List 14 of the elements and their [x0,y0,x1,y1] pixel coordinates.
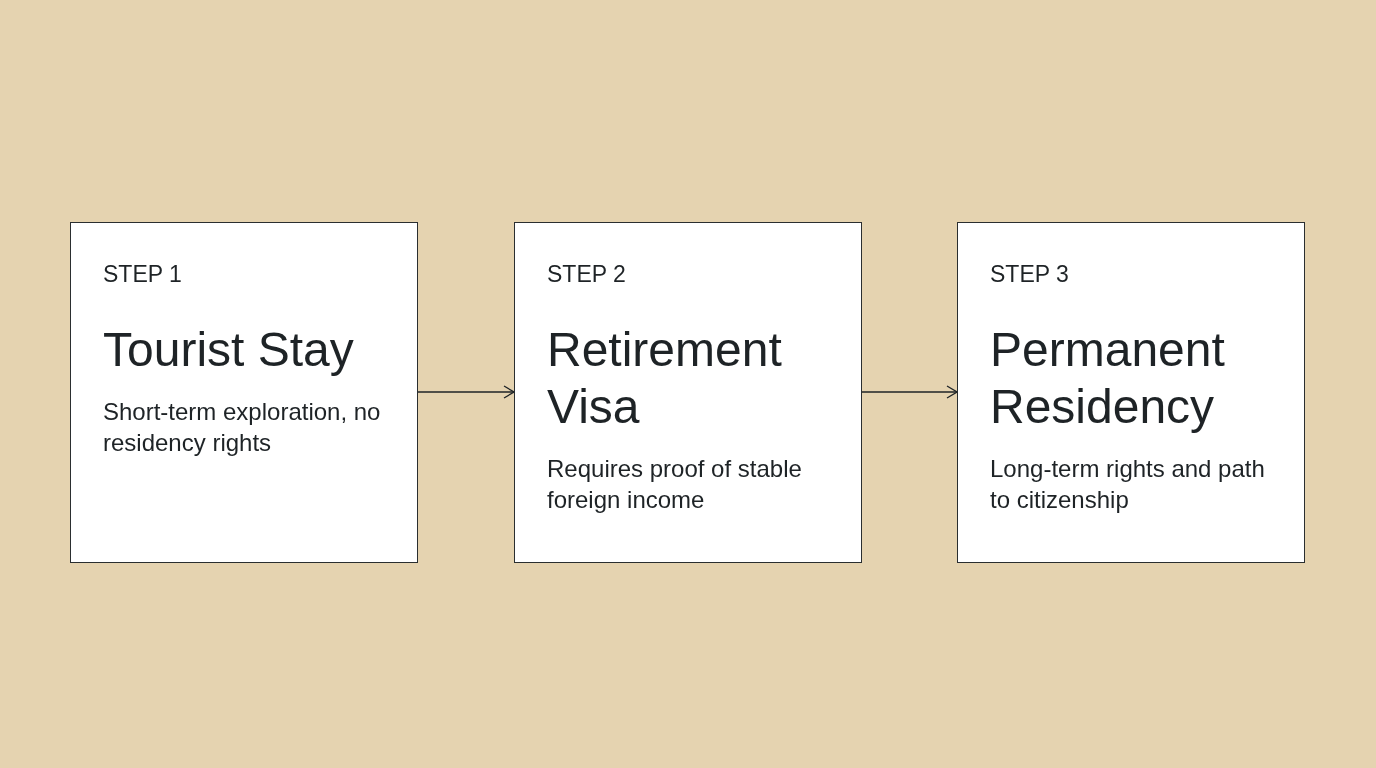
step-title: Retirement Visa [547,322,783,435]
step-title: Permanent Residency [990,322,1226,435]
step-title: Tourist Stay [103,322,355,378]
step-card [957,222,1305,563]
step-label: STEP 1 [103,260,183,289]
step-description: Requires proof of stable foreign income [547,454,803,515]
step-label: STEP 2 [547,260,627,289]
step-card [514,222,862,563]
arrow [861,385,958,399]
step-card [70,222,418,563]
step-description: Long-term rights and path to citizenship [990,454,1266,515]
step-label: STEP 3 [990,260,1070,289]
step-description: Short-term exploration, no residency rights [103,397,382,458]
arrow [417,385,515,399]
